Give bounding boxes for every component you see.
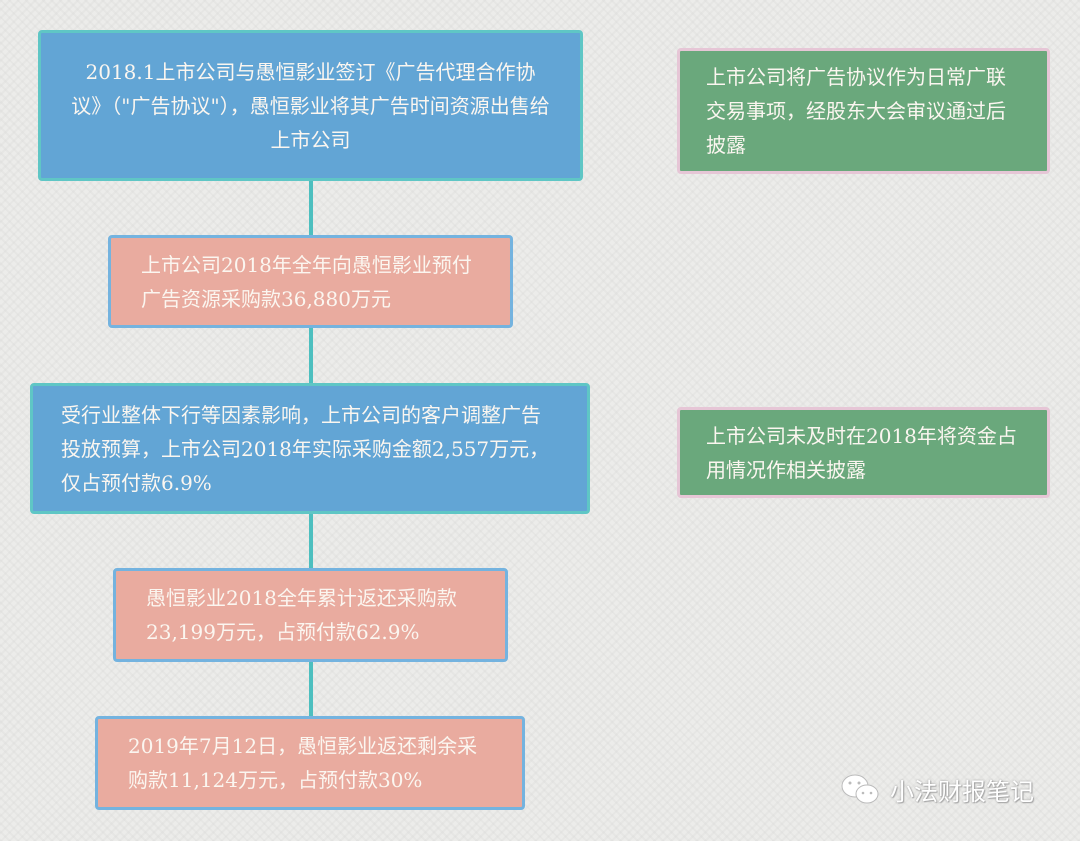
watermark: 小法财报笔记: [840, 772, 1034, 807]
note-2: 上市公司未及时在2018年将资金占用情况作相关披露: [677, 407, 1050, 498]
flow-step-3: 受行业整体下行等因素影响，上市公司的客户调整广告投放预算，上市公司2018年实际…: [30, 383, 590, 514]
flow-step-5: 2019年7月12日，愚恒影业返还剩余采购款11,124万元，占预付款30%: [95, 716, 525, 810]
flow-step-1: 2018.1上市公司与愚恒影业签订《广告代理合作协议》（"广告协议"），愚恒影业…: [38, 30, 583, 181]
note-1: 上市公司将广告协议作为日常广联交易事项，经股东大会审议通过后披露: [677, 48, 1050, 174]
wechat-icon: [841, 774, 879, 803]
watermark-text: 小法财报笔记: [890, 778, 1034, 806]
flow-step-4: 愚恒影业2018全年累计返还采购款23,199万元，占预付款62.9%: [113, 568, 508, 662]
flow-step-2: 上市公司2018年全年向愚恒影业预付广告资源采购款36,880万元: [108, 235, 513, 328]
